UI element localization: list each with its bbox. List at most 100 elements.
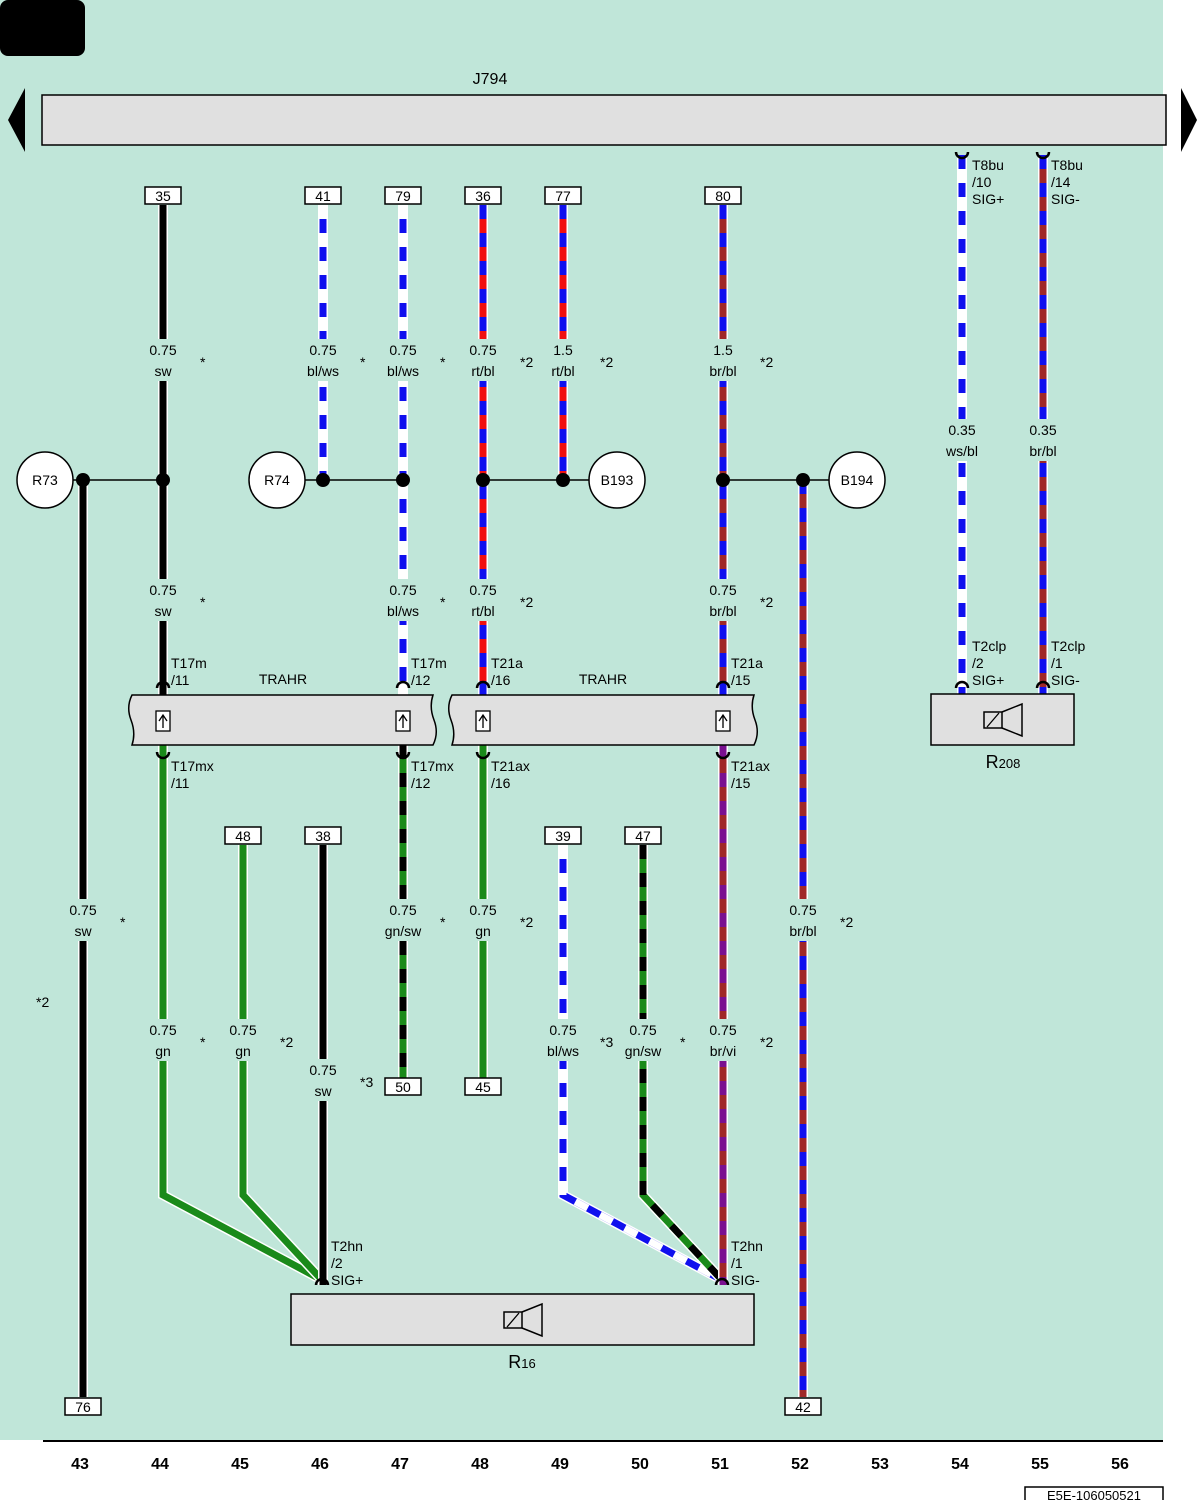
connector-pin: /14: [1051, 174, 1071, 190]
wire-label: 1.5br/bl*2: [702, 339, 773, 381]
wire-note: *2: [520, 594, 533, 610]
wire-color: rt/bl: [551, 363, 574, 379]
component-subscript: 16: [521, 1356, 535, 1371]
connector-pin: /11: [171, 672, 190, 688]
wire-color: gn/sw: [625, 1043, 662, 1059]
wire-label: 1.5rt/bl*2: [542, 339, 613, 381]
wire-color: gn: [155, 1043, 171, 1059]
terminal-top: 41: [304, 186, 342, 205]
wire-color: br/bl: [709, 603, 736, 619]
terminal-base: 42: [784, 1397, 822, 1416]
wire-size: 0.75: [149, 342, 176, 358]
terminal-box: [224, 826, 262, 845]
connector-id: T21a: [491, 655, 523, 671]
connector-arc-icon: [155, 751, 171, 760]
wire-size: 0.75: [389, 342, 416, 358]
wire-color: br/bl: [709, 363, 736, 379]
connector-id: T2clp: [972, 638, 1006, 654]
column-number: 46: [311, 1456, 329, 1473]
connector-id: T17mx: [411, 758, 454, 774]
harness-connector: TRAHR: [448, 671, 758, 746]
connector-signal: SIG+: [331, 1272, 363, 1288]
connector-id: T21ax: [731, 758, 770, 774]
connector-id: T8bu: [972, 157, 1004, 173]
wire-label-bg: [941, 419, 983, 461]
bus-label: J794: [473, 71, 508, 88]
terminal-number: 41: [315, 188, 331, 204]
wire-base: [159, 745, 324, 1284]
harness-connector: TRAHR: [128, 671, 437, 746]
connector-arc-icon: [715, 680, 731, 689]
wire-label: 0.75 sw *: [62, 899, 126, 941]
connector-pin: /16: [491, 672, 511, 688]
terminal-number: 38: [315, 828, 331, 844]
wire-color: sw: [154, 603, 172, 619]
connector-label: T17mx/12: [411, 758, 454, 791]
column-number: 53: [871, 1456, 889, 1473]
wire-note: *: [440, 914, 446, 930]
wire-size: 0.75: [709, 582, 736, 598]
wire-size: 0.75: [69, 902, 96, 918]
wire: [638, 845, 726, 1284]
splice-label: R74: [264, 472, 290, 488]
terminal-number: 80: [715, 188, 731, 204]
connector-id: T2hn: [731, 1238, 763, 1254]
connector-signal: SIG-: [1051, 672, 1080, 688]
wire-label-bg: [622, 1019, 664, 1061]
connector-arc-icon: [155, 680, 171, 689]
connector-arc-icon: [475, 751, 491, 760]
connector-id: T21ax: [491, 758, 530, 774]
wire-note: *: [120, 914, 126, 930]
connector-arc-icon: [954, 151, 970, 160]
speaker-icon: [983, 702, 1023, 738]
splice-label: B194: [841, 472, 874, 488]
splice-circle: [248, 451, 306, 509]
component-prefix: R: [986, 752, 999, 772]
terminal-top: 77: [544, 186, 582, 205]
wire-color: sw: [154, 363, 172, 379]
component-label-r208: R208: [986, 752, 1021, 772]
terminal-box: [144, 186, 182, 205]
wire-color: bl/ws: [387, 603, 419, 619]
splice-b193: B193: [588, 451, 646, 509]
wire-color: gn/sw: [385, 923, 422, 939]
wire-label-bg: [542, 339, 584, 381]
connector-id: T17m: [411, 655, 447, 671]
harness-label: TRAHR: [259, 671, 307, 687]
wire-note: *2: [760, 354, 773, 370]
connector-arc-icon: [314, 1277, 330, 1286]
column-number: 52: [791, 1456, 809, 1473]
wire-color: bl/ws: [307, 363, 339, 379]
terminal-number: 50: [395, 1079, 411, 1095]
wire-stripe: [559, 845, 724, 1284]
page-tab: [0, 0, 85, 56]
speaker-slash: [506, 1312, 520, 1328]
terminal-box: [384, 186, 422, 205]
wire-size: 0.75: [389, 582, 416, 598]
column-number: 44: [151, 1456, 169, 1473]
connector-signal: SIG+: [972, 672, 1004, 688]
terminal-box: [624, 826, 662, 845]
connector-id: T2clp: [1051, 638, 1085, 654]
connector-pin: /16: [491, 775, 511, 791]
connector-label: T21ax/15: [731, 758, 770, 791]
wire-color: sw: [74, 923, 92, 939]
terminal-box: [64, 1397, 102, 1416]
speaker-body: [503, 1311, 523, 1329]
wire-note: *: [360, 354, 366, 370]
splice-label: R73: [32, 472, 58, 488]
pin-arrow: [158, 713, 168, 728]
connector-arc-icon: [475, 680, 491, 689]
junction-dot: [796, 473, 810, 487]
terminal-number: 77: [555, 188, 571, 204]
